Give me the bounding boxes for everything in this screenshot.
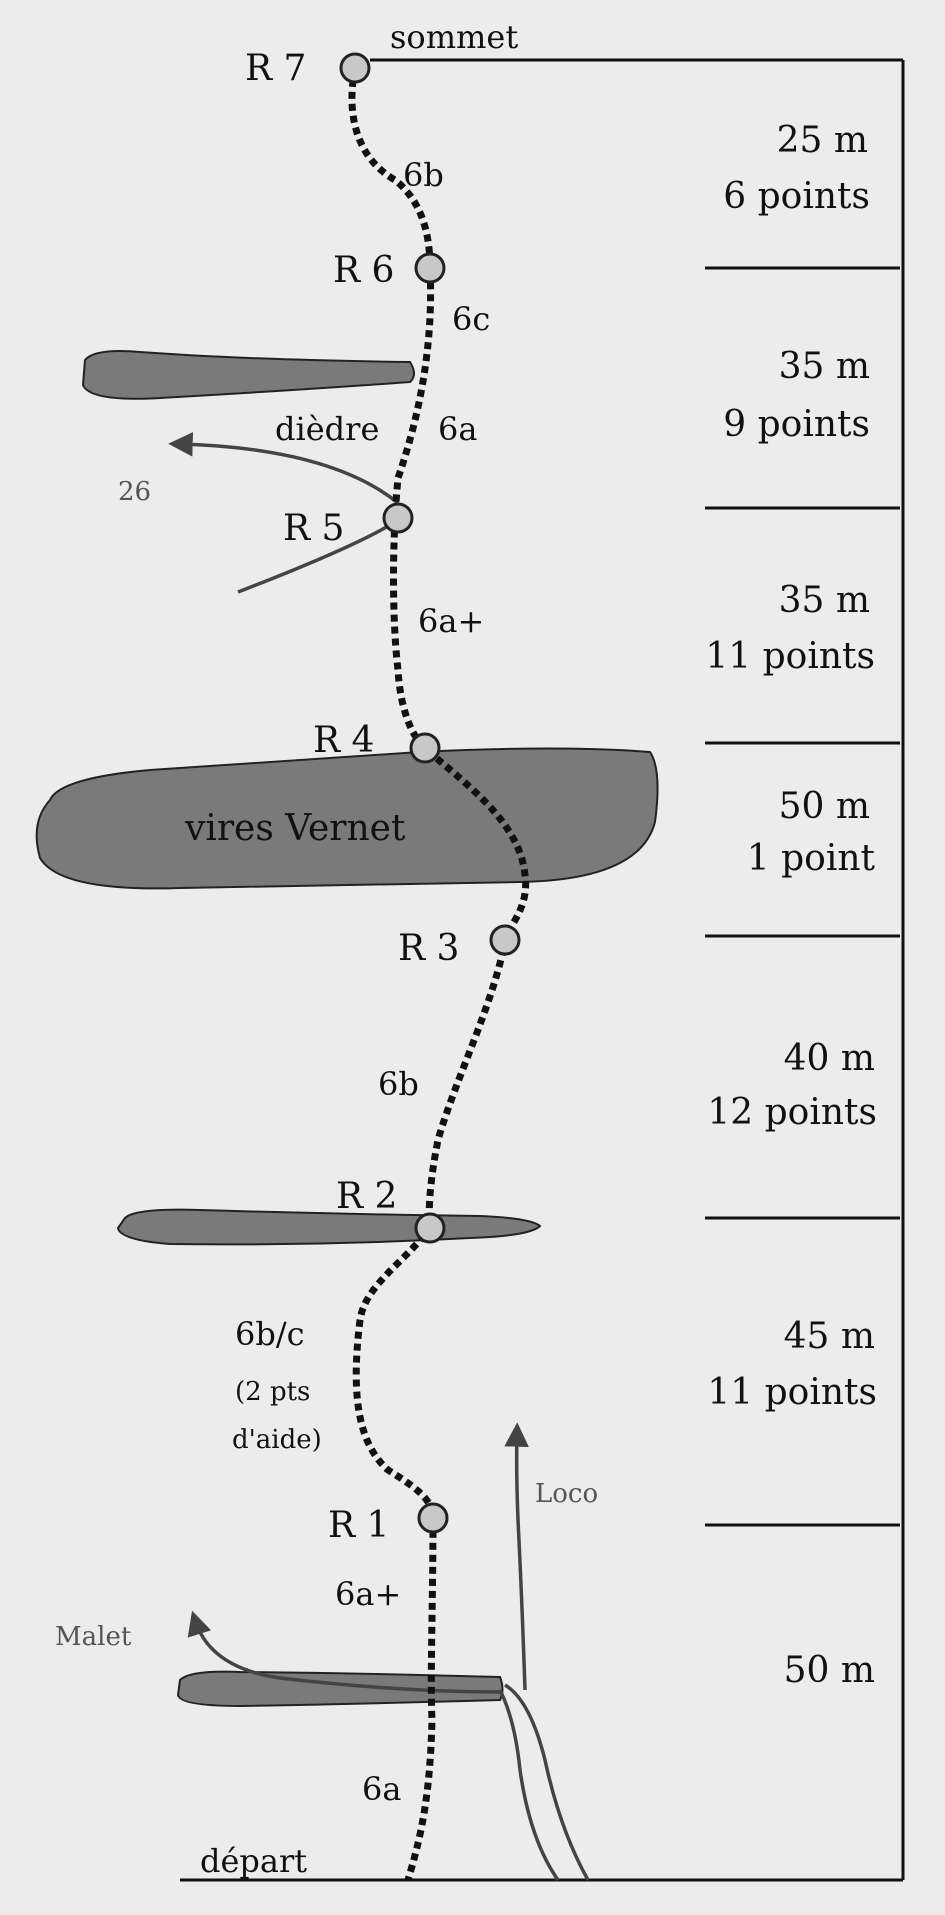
route-malet-line [187,1610,503,1694]
grade-pitch-6-upper: 6c [452,300,490,338]
pitch-5-points: 11 points [705,636,875,677]
grade-pitch-7: 6b [403,156,444,194]
route-26-line [168,432,400,505]
belay-label-r2: R 2 [336,1176,397,1217]
pitch-dividers [705,266,900,1527]
pitch-1-length: 50 m [784,1650,875,1691]
belay-label-r5: R 5 [283,508,344,549]
ledge-bottom [176,1670,504,1708]
start-label: départ [200,1842,307,1880]
approach-line-a [504,1683,590,1881]
route-loco-label: Loco [535,1479,598,1509]
belay-r2 [414,1212,446,1244]
pitch-2-length: 45 m [784,1316,875,1357]
belay-r7 [339,52,371,84]
belay-label-r7: R 7 [245,48,306,89]
grade-pitch-1-upper: 6a+ [335,1575,401,1613]
approach-line-b [498,1689,560,1882]
ledge-r2 [116,1208,542,1246]
pitch-4-length: 50 m [779,786,870,827]
pitch-4-points: 1 point [747,838,876,879]
ledges [35,350,659,1708]
grade-pitch-3: 6b [378,1065,419,1103]
route-malet-label: Malet [55,1622,132,1652]
pitch-5-length: 35 m [779,580,870,621]
grade-pitch-2-note-2: d'aide) [232,1425,322,1455]
belay-r4 [409,732,441,764]
pitch-7-length: 25 m [777,120,868,161]
belay-label-r3: R 3 [398,928,459,969]
belay-r3 [489,924,521,956]
feature-dihedral-label: dièdre [275,410,379,448]
pitch-info-column: 25 m 6 points 35 m 9 points 35 m 11 poin… [705,120,877,1691]
pitch-frame [180,58,905,1882]
pitch-6-points: 9 points [723,404,870,445]
route-loco-line [504,1422,529,1691]
belay-r1 [417,1502,449,1534]
pitch-3-length: 40 m [784,1038,875,1079]
pitch-2-points: 11 points [707,1372,877,1413]
grade-pitch-5: 6a+ [418,602,484,640]
belay-r6 [414,252,446,284]
grade-pitch-1-lower: 6a [362,1770,401,1808]
grade-pitch-2: 6b/c [235,1315,305,1353]
variant-routes [168,432,590,1882]
grade-pitch-2-note-1: (2 pts [235,1377,310,1407]
pitch-7-points: 6 points [723,176,870,217]
ledge-vires-vernet [35,747,659,890]
summit-label: sommet [390,18,518,56]
belay-label-r6: R 6 [333,250,394,291]
grade-pitch-6-lower: 6a [438,410,477,448]
belay-r5 [382,502,414,534]
pitch-3-points: 12 points [707,1092,877,1133]
feature-ledge-label: vires Vernet [184,808,406,849]
pitch-6-length: 35 m [779,346,870,387]
ledge-upper [81,350,415,400]
belay-stations [339,52,521,1534]
belay-label-r4: R 4 [313,720,374,761]
route-26-label: 26 [118,477,151,507]
belay-label-r1: R 1 [328,1505,389,1546]
